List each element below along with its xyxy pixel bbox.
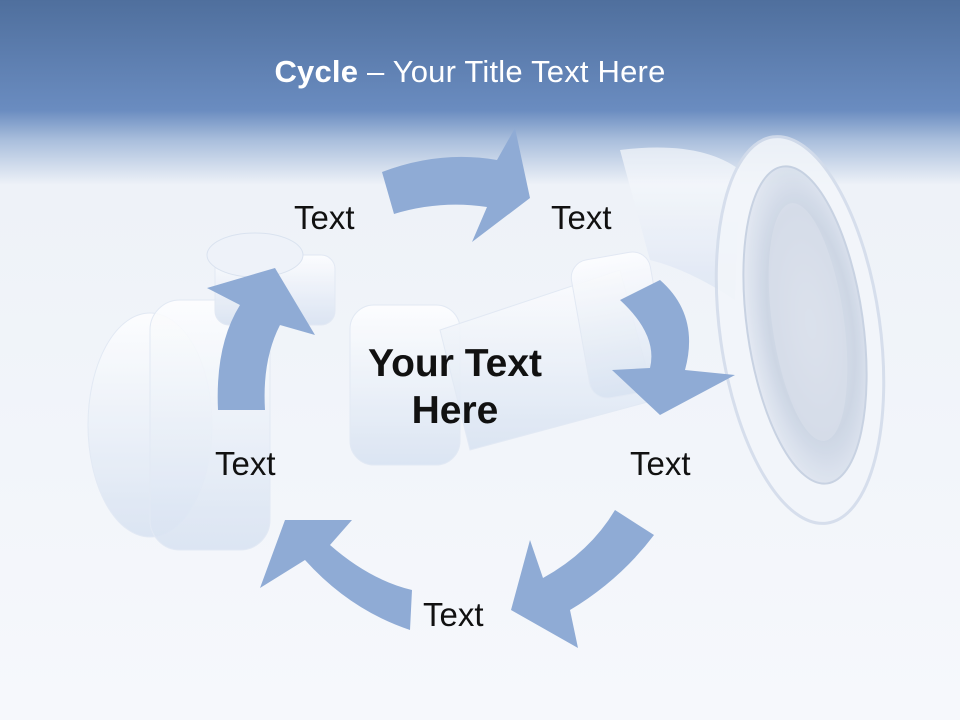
title-rest: – Your Title Text Here (358, 54, 666, 89)
center-text: Your Text Here (367, 342, 543, 432)
cycle-node-top-left: Text (294, 199, 355, 236)
cycle-arrow-top (382, 128, 530, 242)
cycle-node-bottom: Text (423, 596, 484, 633)
cycle-arrow-bottom-left (260, 520, 412, 630)
plumbing-pipe-image (87, 147, 740, 551)
cycle-node-right: Text (630, 445, 691, 482)
cycle-arrow-right (612, 280, 735, 415)
sink-strainer-image (714, 135, 886, 525)
slide-title: Cycle – Your Title Text Here (0, 54, 940, 90)
cycle-arrow-bottom-right (511, 510, 654, 648)
cycle-arrow-left (207, 268, 315, 410)
cycle-node-top-right: Text (551, 199, 612, 236)
title-bold: Cycle (274, 54, 359, 89)
cycle-node-left: Text (215, 445, 276, 482)
